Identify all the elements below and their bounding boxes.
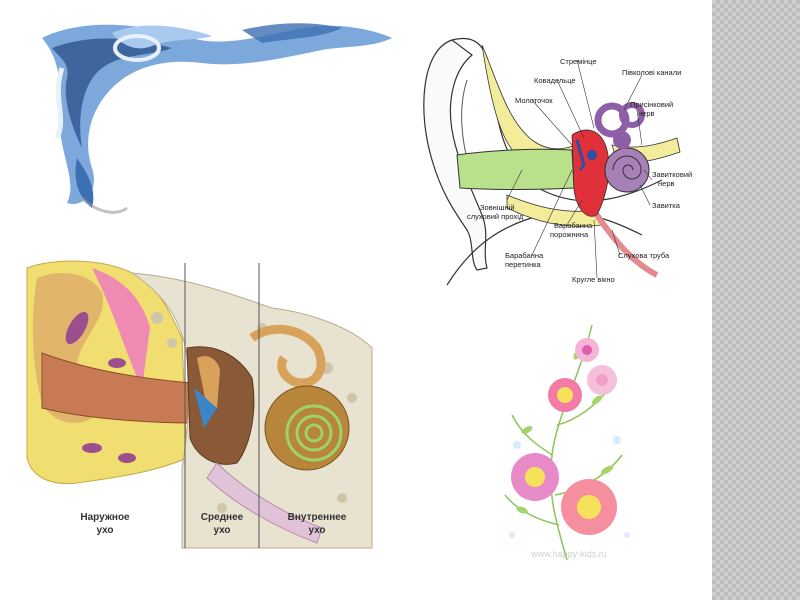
- flower-pink-top: [575, 338, 599, 362]
- label-zovnishnii-1: Зовнішній: [480, 203, 515, 212]
- ear-anatomy-diagram-bottom: Наружное ухо Среднее ухо Внутреннее ухо: [22, 258, 377, 550]
- label-zavytka: Завитка: [652, 201, 681, 210]
- label-stremintse: Стремінце: [560, 57, 597, 66]
- decorative-sidebar: [712, 0, 800, 600]
- label-barabanna-porozhnyna-2: порожнина: [550, 230, 589, 239]
- label-zovnishnii-2: слуховий прохід: [467, 212, 524, 221]
- decorative-corner-ornament: [22, 8, 412, 223]
- label-molotochok: Молоточок: [515, 96, 553, 105]
- watermark-text: www.happy-kids.ru: [530, 549, 607, 559]
- label-outer-ear-1: Наружное: [80, 512, 130, 523]
- label-prysinkovyi-nerv-1: Присінковий: [630, 100, 673, 109]
- label-zavytkovyi-nerv-1: Завитковий: [652, 170, 692, 179]
- flower-mid-left: [548, 378, 582, 412]
- label-kovadeltse: Ковадельце: [534, 76, 576, 85]
- label-inner-ear-1: Внутреннее: [288, 512, 347, 523]
- label-middle-ear-2: ухо: [213, 525, 230, 536]
- label-prysinkovyi-nerv-2: нерв: [638, 109, 654, 118]
- label-inner-ear-2: ухо: [308, 525, 325, 536]
- flower-bottom-left: [511, 453, 559, 501]
- label-barabanna-porozhnyna-1: Барабанна: [554, 221, 593, 230]
- slide: Стремінце Ковадельце Півколові канали Мо…: [22, 8, 702, 570]
- floral-ornament: www.happy-kids.ru: [497, 305, 642, 570]
- label-pivkolovi-kanaly: Півколові канали: [622, 68, 681, 77]
- label-krugle-vikno: Кругле вікно: [572, 275, 615, 284]
- label-middle-ear-1: Среднее: [201, 512, 244, 523]
- label-zavytkovyi-nerv-2: нерв: [658, 179, 674, 188]
- label-slukhova-truba: Слухова труба: [618, 251, 670, 260]
- label-barabanna-peretynka-1: Барабанна: [505, 251, 544, 260]
- flower-mid-right: [587, 365, 617, 395]
- ear-anatomy-diagram-top: Стремінце Ковадельце Півколові канали Мо…: [412, 20, 702, 295]
- label-outer-ear-2: ухо: [96, 525, 113, 536]
- flower-bottom-right: [561, 479, 617, 535]
- label-barabanna-peretynka-2: перетинка: [505, 260, 542, 269]
